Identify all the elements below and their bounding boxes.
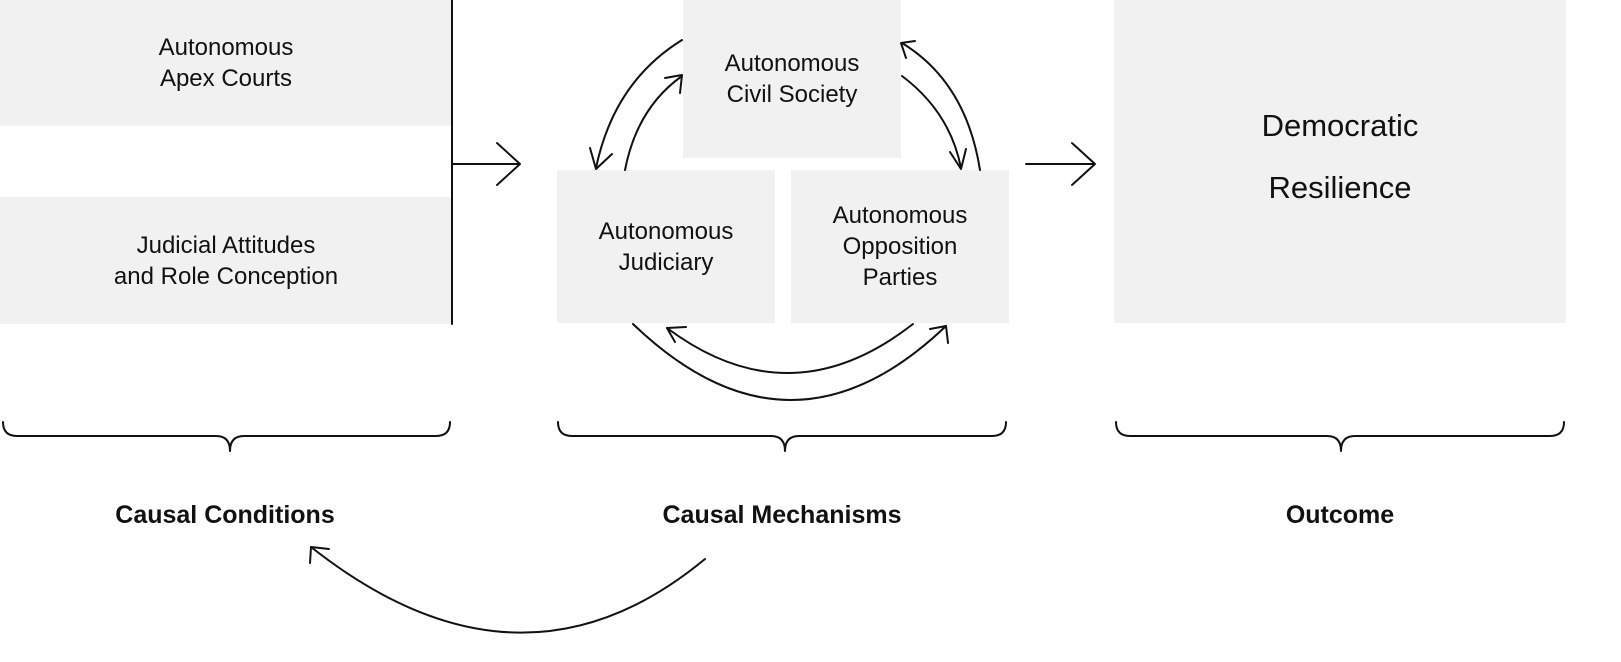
arrow-judiciary-to-civil-society xyxy=(624,74,683,171)
box-autonomous-judiciary: Autonomous Judiciary xyxy=(557,170,775,323)
box-line: and Role Conception xyxy=(113,262,339,290)
brace-causal-mechanisms xyxy=(557,421,1007,452)
box-autonomous-apex-courts: Autonomous Apex Courts xyxy=(0,0,452,126)
box-line: Judiciary xyxy=(618,248,714,276)
box-line: Autonomous xyxy=(598,217,734,245)
box-line: Autonomous xyxy=(832,202,968,229)
arrow-civil-society-to-opposition xyxy=(901,75,967,170)
box-autonomous-opposition-parties: Autonomous Opposition Parties xyxy=(791,170,1009,323)
arrow-conditions-to-mechanisms xyxy=(451,142,521,186)
box-line: Parties xyxy=(862,264,938,291)
label-causal-mechanisms: Causal Mechanisms xyxy=(662,501,902,529)
box-autonomous-civil-society: Autonomous Civil Society xyxy=(683,0,901,158)
box-line: Autonomous xyxy=(724,50,860,77)
brace-causal-conditions xyxy=(2,421,451,452)
box-line: Autonomous xyxy=(158,34,294,61)
arrow-mechanisms-feedback-to-conditions xyxy=(309,546,706,634)
box-judicial-attitudes: Judicial Attitudes and Role Conception xyxy=(0,197,452,324)
box-line: Opposition xyxy=(842,233,958,260)
brace-outcome xyxy=(1115,421,1565,452)
arrow-opposition-to-civil-society xyxy=(900,40,981,171)
label-causal-conditions: Causal Conditions xyxy=(115,501,335,529)
box-line: Judicial Attitudes xyxy=(136,231,316,259)
box-line: Democratic xyxy=(1261,107,1419,143)
box-line: Apex Courts xyxy=(159,65,293,92)
box-line: Civil Society xyxy=(726,81,858,108)
box-line: Resilience xyxy=(1268,169,1412,205)
arrow-mechanisms-to-outcome xyxy=(1025,142,1096,186)
box-democratic-resilience: Democratic Resilience xyxy=(1114,0,1566,323)
label-outcome: Outcome xyxy=(1285,501,1395,529)
arrow-civil-society-to-judiciary xyxy=(589,39,683,170)
arrow-judiciary-to-opposition xyxy=(632,323,949,401)
arrow-opposition-to-judiciary xyxy=(666,323,914,374)
